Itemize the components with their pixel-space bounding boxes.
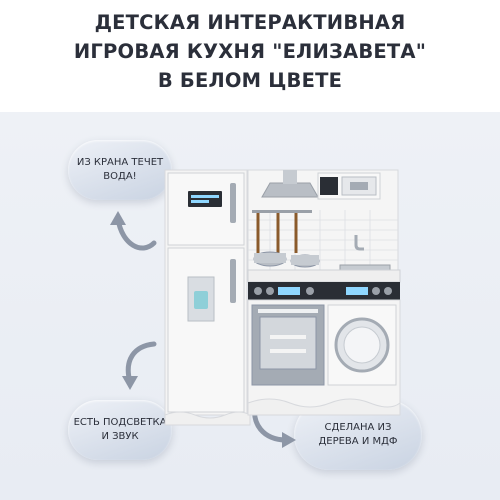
callout-water-line-1: ИЗ КРАНА ТЕЧЕТ [76,157,164,168]
callout-light-line-2: И ЗВУК [101,431,139,442]
callout-light-line-1: ЕСТЬ ПОДСВЕТКА [73,417,167,428]
curved-arrow-icon [122,341,157,390]
callout-water-line-2: ВОДА! [103,171,137,182]
callout-wood-line-1: СДЕЛАНА ИЗ [324,422,392,433]
title-line-1: ДЕТСКАЯ ИНТЕРАКТИВНАЯ [94,11,406,34]
curved-arrow-icon [110,211,157,251]
title-line-3: В БЕЛОМ ЦВЕТЕ [157,69,343,92]
callout-wood-line-2: ДЕРЕВА И МДФ [318,436,398,447]
callout-water: ИЗ КРАНА ТЕЧЕТ ВОДА! [68,140,172,200]
title-line-2: ИГРОВАЯ КУХНЯ "ЕЛИЗАВЕТА" [73,40,427,63]
kitchen-illustration [164,169,401,426]
callout-light: ЕСТЬ ПОДСВЕТКА И ЗВУК [68,400,172,460]
page-title: ДЕТСКАЯ ИНТЕРАКТИВНАЯ ИГРОВАЯ КУХНЯ "ЕЛИ… [0,8,500,95]
